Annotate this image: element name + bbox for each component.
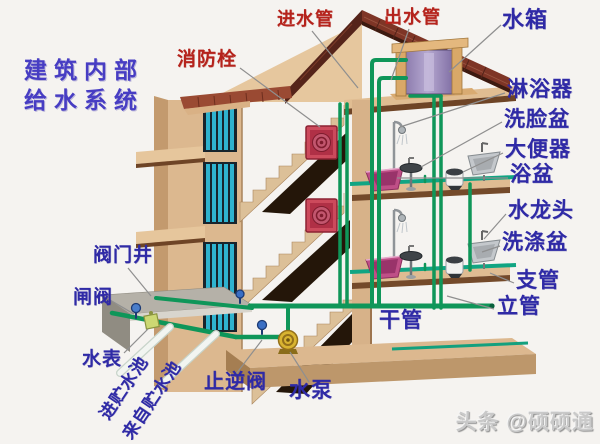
toilet-fixture (445, 256, 464, 278)
wall-sink-fixture (467, 230, 501, 269)
label-inlet-pipe: 进水管 (277, 9, 334, 29)
water-meter-graphic (143, 311, 160, 330)
label-riser-pipe: 立管 (497, 294, 541, 318)
label-washbasin: 洗脸盆 (504, 107, 570, 131)
service-valve-graphic (235, 289, 245, 304)
fire-hydrant-boxes (305, 125, 338, 233)
leader-lines (109, 24, 515, 383)
label-water-meter: 水表 (82, 349, 123, 370)
label-check-valve: 止逆阀 (204, 371, 267, 393)
label-shower: 淋浴器 (507, 77, 573, 101)
fire-hydrant-lower (305, 198, 338, 233)
gate-valve-graphic (130, 302, 142, 319)
window-middle (203, 162, 237, 224)
label-valve-well: 阀门井 (93, 245, 154, 266)
reservoir-pipes (116, 323, 220, 388)
label-branch-pipe: 支管 (516, 268, 560, 292)
watermark-toutiao: 头条 @硕硕通 (455, 411, 594, 434)
label-kitchen-sink: 洗涤盆 (502, 230, 568, 254)
fire-hydrant-upper (305, 125, 338, 160)
roof-left-slope (285, 10, 362, 104)
gable-wall (205, 22, 362, 102)
label-gate-valve: 闸阀 (73, 287, 114, 308)
label-water-pump: 水泵 (289, 378, 333, 402)
main-pipe-end-cap (489, 303, 495, 309)
diagram-title-line1: 建筑内部 (24, 58, 144, 83)
diagram-title: 建筑内部 给水系统 (24, 56, 144, 116)
label-outlet-pipe: 出水管 (384, 7, 441, 27)
ground-slab (226, 338, 536, 388)
label-faucet: 水龙头 (508, 198, 574, 222)
window-top (203, 104, 237, 152)
label-toilet: 大便器 (505, 137, 571, 161)
toilet-fixture (445, 168, 464, 190)
water-pump-graphic (277, 329, 299, 354)
pipe-network (109, 58, 495, 354)
washbasin-fixture (399, 245, 423, 279)
roof-left-eave (180, 86, 292, 115)
water-tank-graphic (390, 37, 478, 100)
stairwell-windows (203, 104, 237, 332)
window-bottom (203, 242, 237, 332)
diagram-title-line2: 给水系统 (24, 87, 144, 113)
label-water-tank: 水箱 (502, 7, 549, 32)
label-fire-hydrant: 消防栓 (177, 49, 238, 70)
check-valve-graphic (256, 319, 268, 335)
divider-wall (352, 100, 372, 348)
label-main-pipe: 干管 (379, 308, 423, 332)
label-bathtub: 浴盆 (510, 162, 554, 186)
washbasin-fixture (399, 157, 423, 191)
